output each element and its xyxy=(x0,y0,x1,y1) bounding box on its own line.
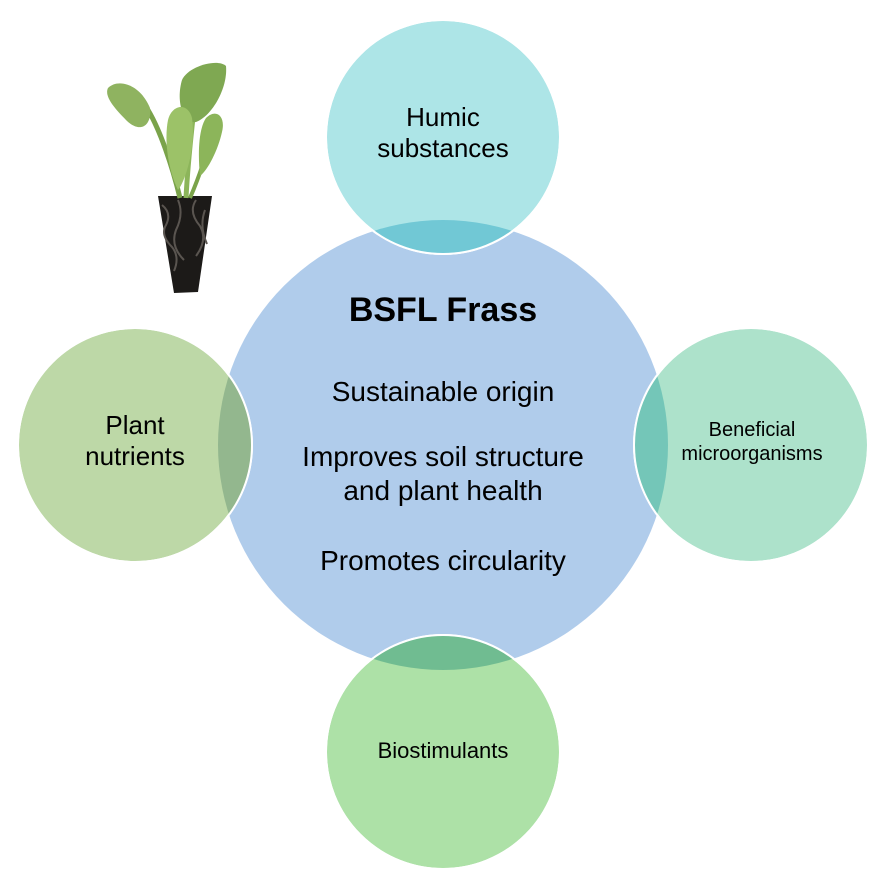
center-line-soil-a: Improves soil structure xyxy=(302,441,584,472)
center-line-origin: Sustainable origin xyxy=(331,376,555,407)
center-title: BSFL Frass xyxy=(348,291,538,329)
top-circle-label: Humic substances xyxy=(343,102,543,164)
center-circle xyxy=(218,220,668,670)
seedling-icon xyxy=(107,62,227,293)
top-label-line1: Humic xyxy=(406,102,480,132)
right-label-line1: Beneficial xyxy=(708,419,796,441)
bottom-circle-label: Biostimulants xyxy=(377,738,509,763)
left-label-line1: Plant xyxy=(105,410,165,440)
top-label-line2: substances xyxy=(377,133,509,164)
right-label-line2: microorganisms xyxy=(681,443,823,465)
center-line-soil-b: and plant health xyxy=(343,474,543,506)
center-line-circularity: Promotes circularity xyxy=(320,545,566,576)
left-label-line2: nutrients xyxy=(85,441,185,472)
right-circle-label: Beneficial microorganisms xyxy=(652,418,852,466)
center-line-soil: Improves soil structure and plant health xyxy=(243,440,643,507)
left-circle-label: Plant nutrients xyxy=(35,410,235,472)
